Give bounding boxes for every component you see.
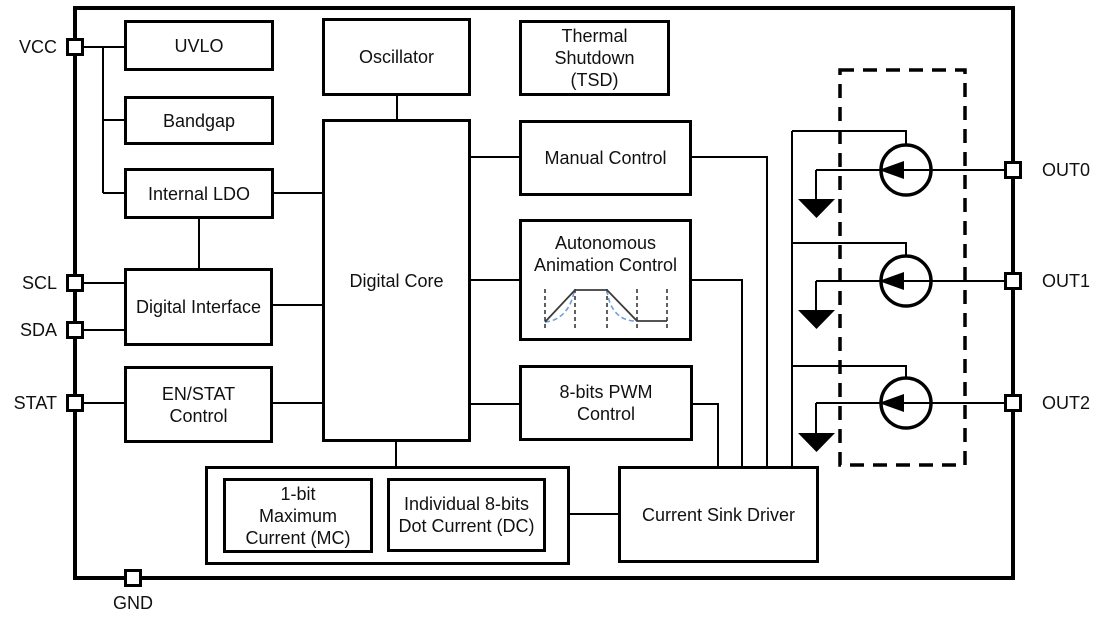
pin-gnd — [124, 569, 142, 587]
pin-label-out2: OUT2 — [1042, 393, 1091, 413]
down-arrow-out2-icon — [798, 433, 835, 452]
block-autonomous-animation-label: Autonomous Animation Control — [533, 233, 678, 275]
pin-scl — [66, 274, 84, 292]
block-internal-ldo: Internal LDO — [124, 168, 274, 219]
block-pwm-control: 8-bits PWM Control — [519, 365, 693, 441]
block-autonomous-animation-control: Autonomous Animation Control — [519, 219, 692, 341]
ramp-waveform-line — [544, 289, 667, 323]
exponential-rise-curve — [544, 291, 575, 323]
block-manual-control-label: Manual Control — [544, 148, 667, 168]
block-oscillator: Oscillator — [322, 18, 471, 96]
block-digital-core: Digital Core — [322, 119, 471, 442]
pin-stat — [66, 394, 84, 412]
block-oscillator-label: Oscillator — [358, 47, 434, 67]
animation-profile-waveform-icon — [544, 289, 668, 328]
block-bandgap-label: Bandgap — [162, 110, 236, 131]
pin-out0 — [1004, 161, 1022, 179]
pin-label-out0: OUT0 — [1042, 160, 1091, 180]
pin-label-stat: STAT — [13, 393, 57, 413]
block-maximum-current-label: 1-bit Maximum Current (MC) — [245, 483, 351, 548]
pin-sda — [66, 321, 84, 339]
block-current-sink-driver-label: Current Sink Driver — [641, 504, 796, 525]
output-stage-dashed-boundary — [838, 68, 967, 467]
block-digital-interface: Digital Interface — [124, 268, 273, 346]
block-pwm-control-label: 8-bits PWM Control — [559, 382, 653, 424]
pin-label-gnd: GND — [113, 593, 153, 613]
block-dot-current: Individual 8-bits Dot Current (DC) — [387, 478, 546, 552]
block-en-stat-control: EN/STAT Control — [124, 366, 273, 443]
waveform-phase-gridlines — [544, 289, 668, 328]
current-source-out0-icon — [879, 143, 933, 197]
current-source-out2-icon — [879, 376, 933, 430]
block-maximum-current: 1-bit Maximum Current (MC) — [223, 478, 373, 553]
block-uvlo: UVLO — [124, 20, 274, 71]
pin-out2 — [1004, 394, 1022, 412]
block-internal-ldo-label: Internal LDO — [147, 183, 251, 204]
device-boundary-box — [73, 6, 1015, 580]
block-bandgap: Bandgap — [124, 96, 274, 145]
block-thermal-shutdown-label: Thermal Shutdown (TSD) — [554, 26, 635, 90]
pin-vcc — [66, 38, 84, 56]
connection-wires — [75, 46, 1013, 515]
pin-label-out1: OUT1 — [1042, 271, 1091, 291]
block-dot-current-label: Individual 8-bits Dot Current (DC) — [398, 494, 535, 536]
down-arrow-out1-icon — [798, 310, 835, 329]
block-digital-interface-label: Digital Interface — [135, 297, 262, 317]
current-source-out1-icon — [879, 254, 933, 308]
block-thermal-shutdown: Thermal Shutdown (TSD) — [519, 20, 670, 96]
pin-label-vcc: VCC — [18, 37, 57, 57]
block-en-stat-control-label: EN/STAT Control — [161, 383, 236, 426]
pin-label-scl: SCL — [21, 273, 57, 293]
exponential-fall-curve — [606, 289, 635, 322]
block-uvlo-label: UVLO — [174, 35, 224, 56]
pin-label-sda: SDA — [19, 320, 57, 340]
block-digital-core-label: Digital Core — [349, 270, 444, 291]
pin-out1 — [1004, 272, 1022, 290]
block-manual-control: Manual Control — [519, 120, 692, 196]
block-current-sink-driver: Current Sink Driver — [618, 466, 819, 563]
down-arrow-out0-icon — [798, 199, 835, 218]
